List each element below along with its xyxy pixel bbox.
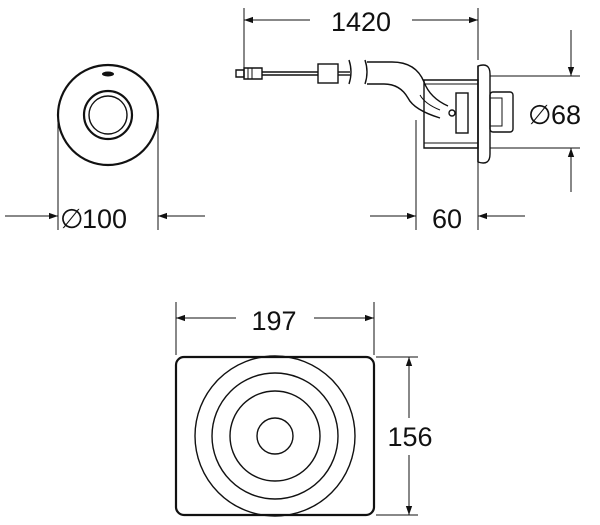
- plate-diameter-label: 100: [82, 204, 127, 234]
- push-button-inner: [88, 95, 128, 135]
- box-width-label: 197: [251, 306, 296, 336]
- diameter-symbol-68: ∅: [528, 100, 552, 130]
- cable-sleeve: [317, 63, 339, 84]
- screw: [448, 109, 456, 117]
- connector-plug: [243, 67, 263, 80]
- box-height-label: 156: [387, 422, 432, 452]
- housing-body: [423, 79, 479, 149]
- housing-diameter-label: 68: [551, 100, 581, 130]
- brand-logo-mark: [102, 71, 114, 77]
- push-button-outer: [82, 89, 134, 141]
- diameter-symbol: ∅: [60, 204, 84, 234]
- connector-tip: [235, 69, 245, 78]
- hose-lower-edge: [367, 83, 441, 119]
- front-view: ∅ 100: [5, 63, 205, 234]
- ring-large: [211, 372, 339, 500]
- ring-middle: [229, 390, 321, 482]
- round-cover-plate: [56, 63, 160, 167]
- box-view: 197 156: [174, 302, 433, 517]
- square-cover-plate: [174, 355, 376, 517]
- valve-connector: [455, 92, 469, 134]
- break-mark-left: [348, 59, 352, 85]
- ring-inner: [256, 417, 294, 455]
- side-view: 1420 ∅ 68: [235, 7, 581, 234]
- break-mark-right: [364, 59, 368, 85]
- cable-length-label: 1420: [331, 7, 391, 37]
- depth-label: 60: [432, 204, 462, 234]
- mounting-flange: [477, 64, 491, 164]
- ring-outer: [194, 355, 356, 517]
